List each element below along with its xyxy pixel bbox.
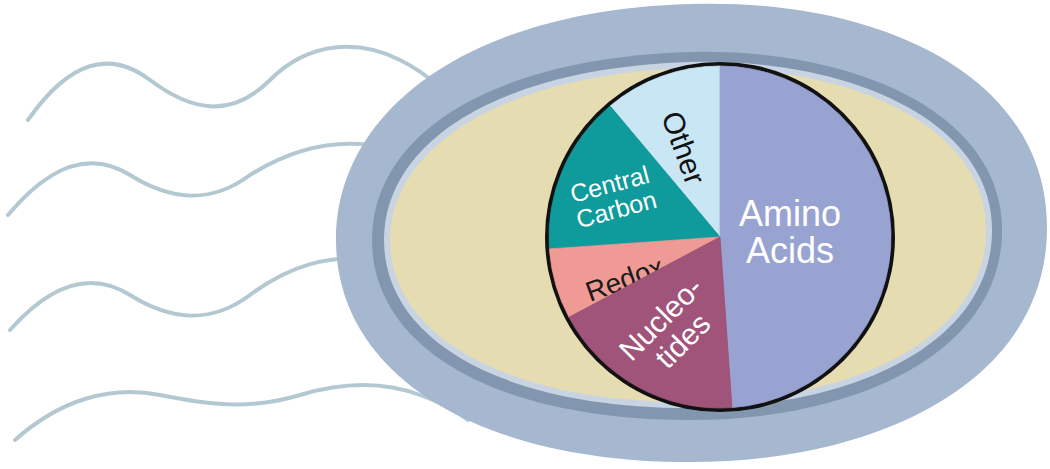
nucleotides-slice: Nucleo- tides [549, 66, 891, 408]
wedge [569, 237, 732, 408]
cytoplasm [390, 68, 986, 402]
cell-wall [372, 52, 1002, 420]
slice-label: Amino Acids [739, 196, 841, 269]
inner-membrane [384, 62, 992, 408]
pie-outline [545, 62, 895, 412]
wedge [720, 66, 891, 408]
outer-membrane [336, 4, 1047, 462]
wedge-shape [549, 66, 891, 408]
wedge [549, 106, 720, 249]
